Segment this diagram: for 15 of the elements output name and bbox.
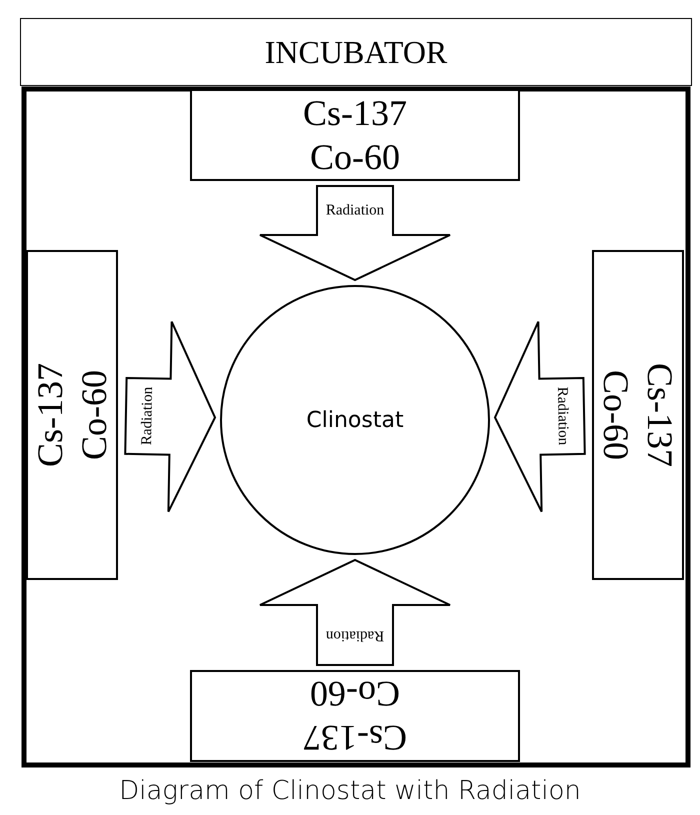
source-box xyxy=(26,250,118,580)
header-band: INCUBATOR xyxy=(20,18,692,86)
block-arrow xyxy=(124,320,216,513)
isotope-label: Cs-137 Co-60 xyxy=(302,92,408,179)
source-box xyxy=(190,89,520,181)
source-box xyxy=(190,670,520,762)
block-arrow xyxy=(259,558,451,666)
source-box xyxy=(592,250,684,580)
clinostat-label: Clinostat xyxy=(306,408,404,432)
caption: Diagram of Clinostat with Radiation xyxy=(118,776,582,806)
isotope-label: Cs-137 Co-60 xyxy=(29,362,115,470)
block-arrow xyxy=(494,320,586,513)
block-arrow xyxy=(259,185,451,282)
isotope-label: Cs-137 Co-60 xyxy=(595,362,681,469)
isotope-label: Cs-137 Co-60 xyxy=(302,673,408,760)
